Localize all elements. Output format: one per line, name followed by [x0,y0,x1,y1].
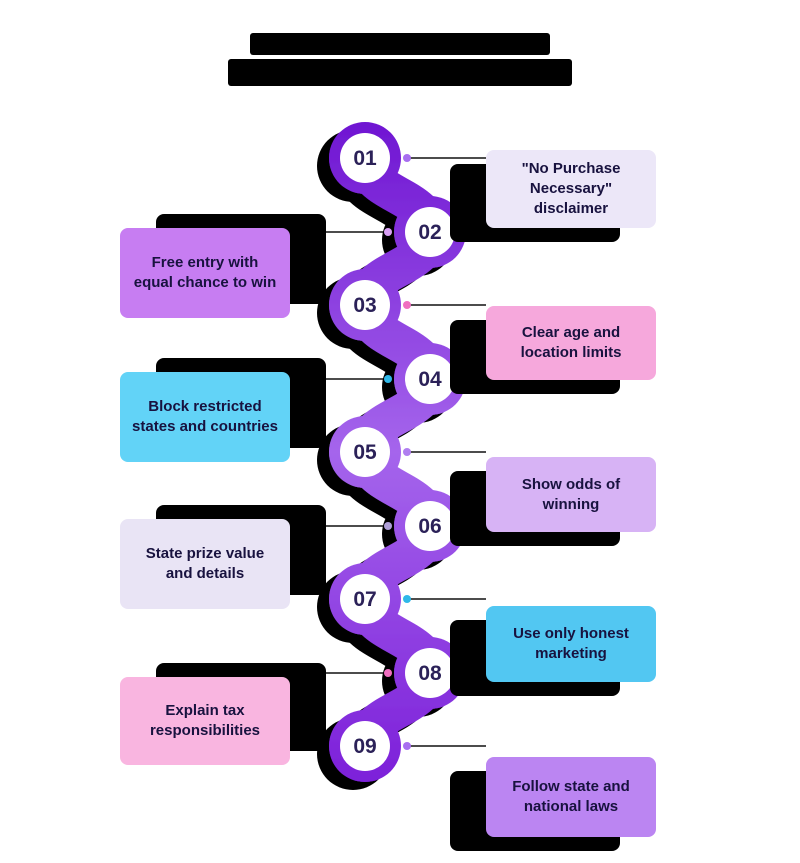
connector-dot-2 [384,228,392,236]
connector-dot-3 [403,301,411,309]
step-card-7: Use only honest marketing [486,606,656,682]
step-card-3: Clear age and location limits [486,306,656,380]
node-number-4: 04 [418,368,442,391]
step-card-8-label: Explain tax responsibilities [149,702,261,739]
node-number-5: 05 [353,441,377,464]
step-card-9-label: Follow state and national laws [512,778,630,815]
connector-dot-5 [403,448,411,456]
step-card-5: Show odds of winning [486,457,656,532]
connector-lines [290,157,486,747]
node-numbers: 01 02 03 04 05 06 07 08 09 [353,147,442,758]
connector-dot-1 [403,154,411,162]
step-card-6: State prize value and details [120,519,290,609]
connector-dot-9 [403,742,411,750]
step-card-1-label: "No Purchase Necessary" disclaimer [521,160,621,217]
connector-dot-8 [384,669,392,677]
node-disc-6 [405,501,455,551]
connector-dot-7 [403,595,411,603]
node-number-1: 01 [353,147,377,170]
step-card-4-label: Block restricted states and countries [132,398,278,435]
node-number-3: 03 [353,294,376,317]
step-card-2-label: Free entry with equal chance to win [133,254,277,291]
node-disc-4 [405,354,455,404]
node-discs [340,133,455,771]
step-card-9: Follow state and national laws [486,757,656,837]
step-card-6-label: State prize value and details [145,545,265,582]
title-redacted-bar-top [250,33,550,55]
connector-dot-6 [384,522,392,530]
step-card-8: Explain tax responsibilities [120,677,290,765]
node-disc-5 [340,427,390,477]
step-card-1: "No Purchase Necessary" disclaimer [486,150,656,228]
node-disc-3 [340,280,390,330]
step-card-5-label: Show odds of winning [521,475,621,513]
node-disc-7 [340,574,390,624]
node-number-8: 08 [418,662,442,685]
node-number-9: 09 [353,735,376,758]
node-disc-1 [340,133,390,183]
node-number-7: 07 [353,588,376,611]
node-disc-2 [405,207,455,257]
node-disc-9 [340,721,390,771]
step-card-3-label: Clear age and location limits [520,324,622,361]
connector-dots [384,154,411,750]
title-redacted-bar-bottom [228,59,572,86]
connector-dot-4 [384,375,392,383]
step-card-4: Block restricted states and countries [120,372,290,462]
step-card-7-label: Use only honest marketing [513,625,629,662]
node-number-6: 06 [418,515,441,538]
node-disc-8 [405,648,455,698]
step-card-2: Free entry with equal chance to win [120,228,290,318]
node-number-2: 02 [418,221,441,244]
